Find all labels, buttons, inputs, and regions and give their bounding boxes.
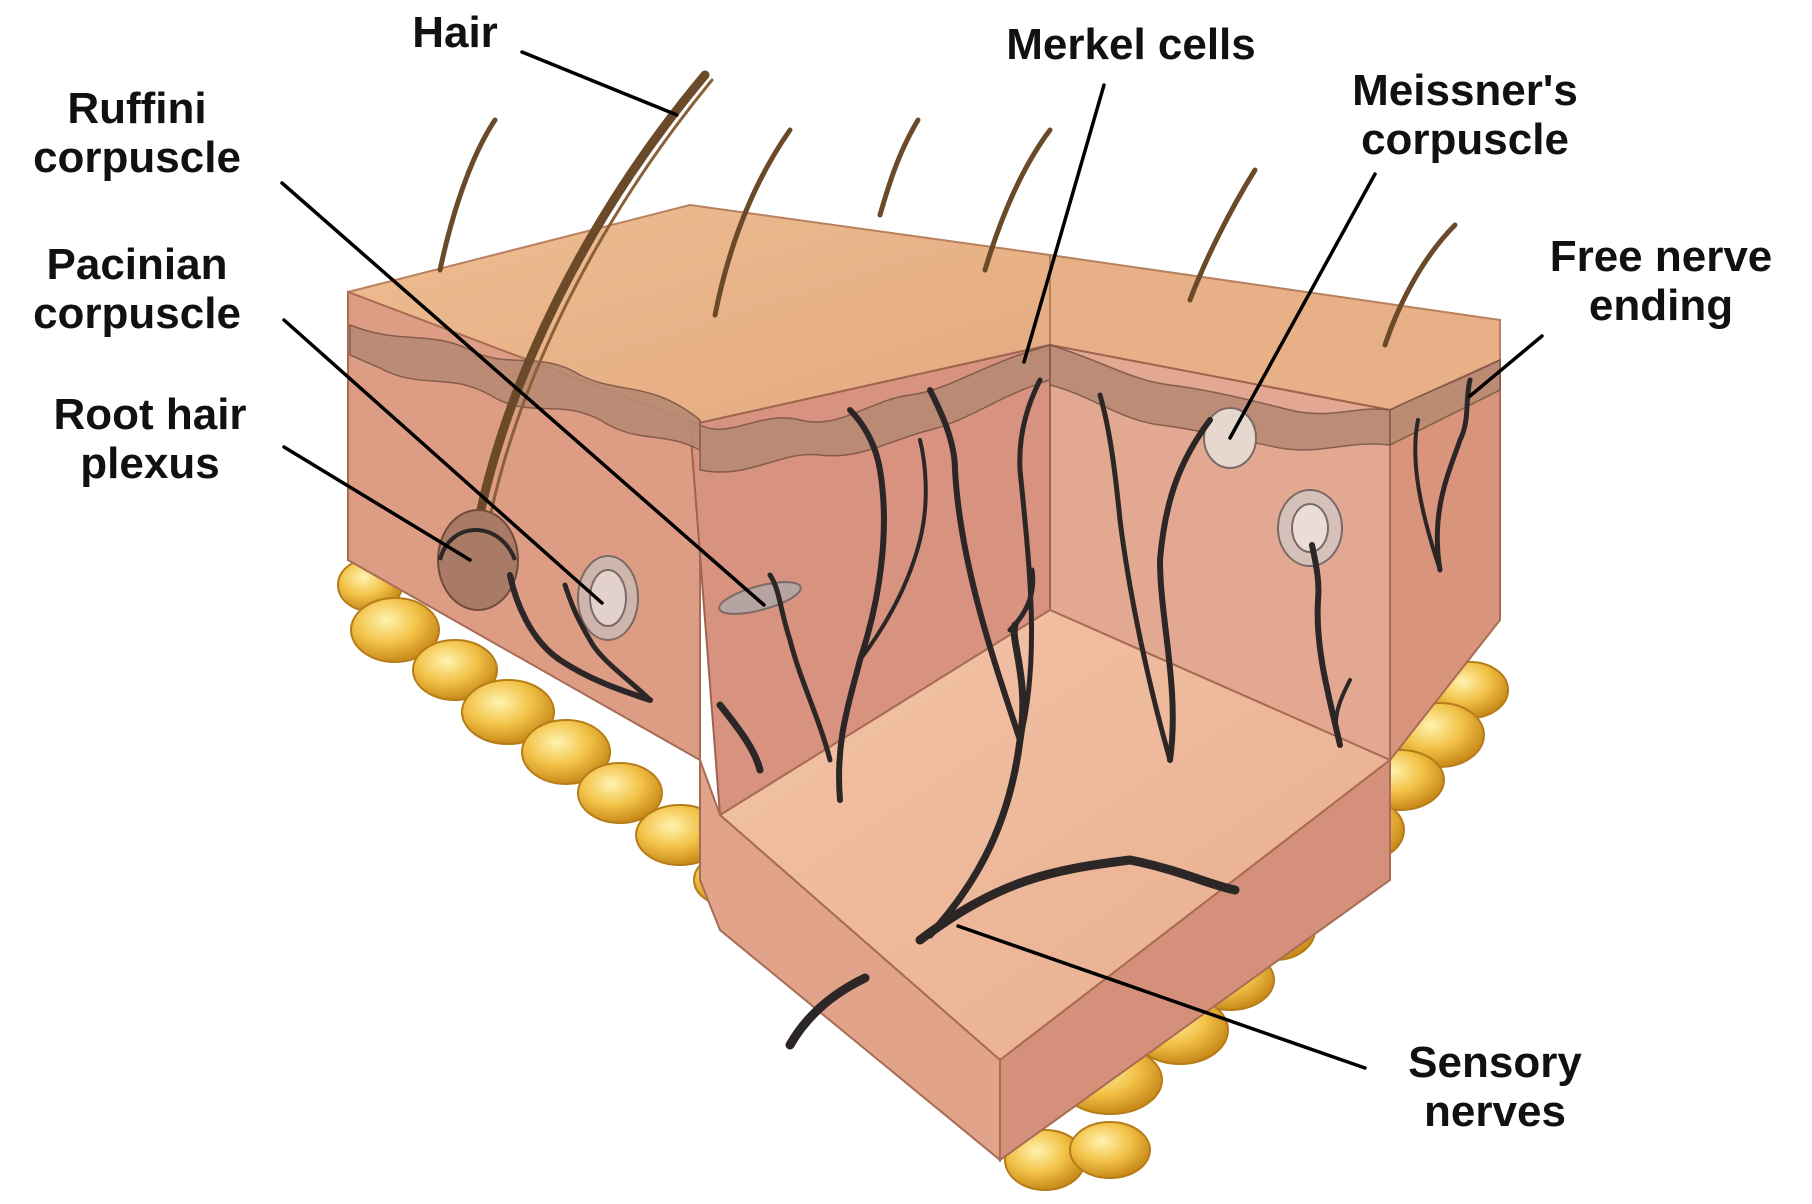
label-sensory-line-1: Sensory	[1375, 1038, 1615, 1087]
label-ruffini-line-1: Ruffini	[14, 84, 260, 133]
label-hair-line-1: Hair	[395, 8, 515, 57]
label-free-nerve-line-1: Free nerve	[1522, 232, 1800, 281]
label-meissner-line-2: corpuscle	[1325, 115, 1605, 164]
label-meissner-line-1: Meissner's	[1325, 66, 1605, 115]
label-sensory-nerves: Sensory nerves	[1375, 1038, 1615, 1136]
label-ruffini-corpuscle: Ruffini corpuscle	[14, 84, 260, 182]
hair-follicle	[438, 510, 518, 610]
label-ruffini-line-2: corpuscle	[14, 133, 260, 182]
label-pacinian-line-1: Pacinian	[14, 240, 260, 289]
label-merkel-line-1: Merkel cells	[978, 20, 1284, 69]
label-meissners-corpuscle: Meissner's corpuscle	[1325, 66, 1605, 164]
label-hair: Hair	[395, 8, 515, 57]
label-root-hair-line-2: plexus	[30, 439, 270, 488]
leader-hair	[522, 52, 677, 115]
label-root-hair-plexus: Root hair plexus	[30, 390, 270, 488]
label-root-hair-line-1: Root hair	[30, 390, 270, 439]
label-sensory-line-2: nerves	[1375, 1087, 1615, 1136]
label-pacinian-corpuscle: Pacinian corpuscle	[14, 240, 260, 338]
label-merkel-cells: Merkel cells	[978, 20, 1284, 69]
label-free-nerve-line-2: ending	[1522, 281, 1800, 330]
label-free-nerve-ending: Free nerve ending	[1522, 232, 1800, 330]
label-pacinian-line-2: corpuscle	[14, 289, 260, 338]
